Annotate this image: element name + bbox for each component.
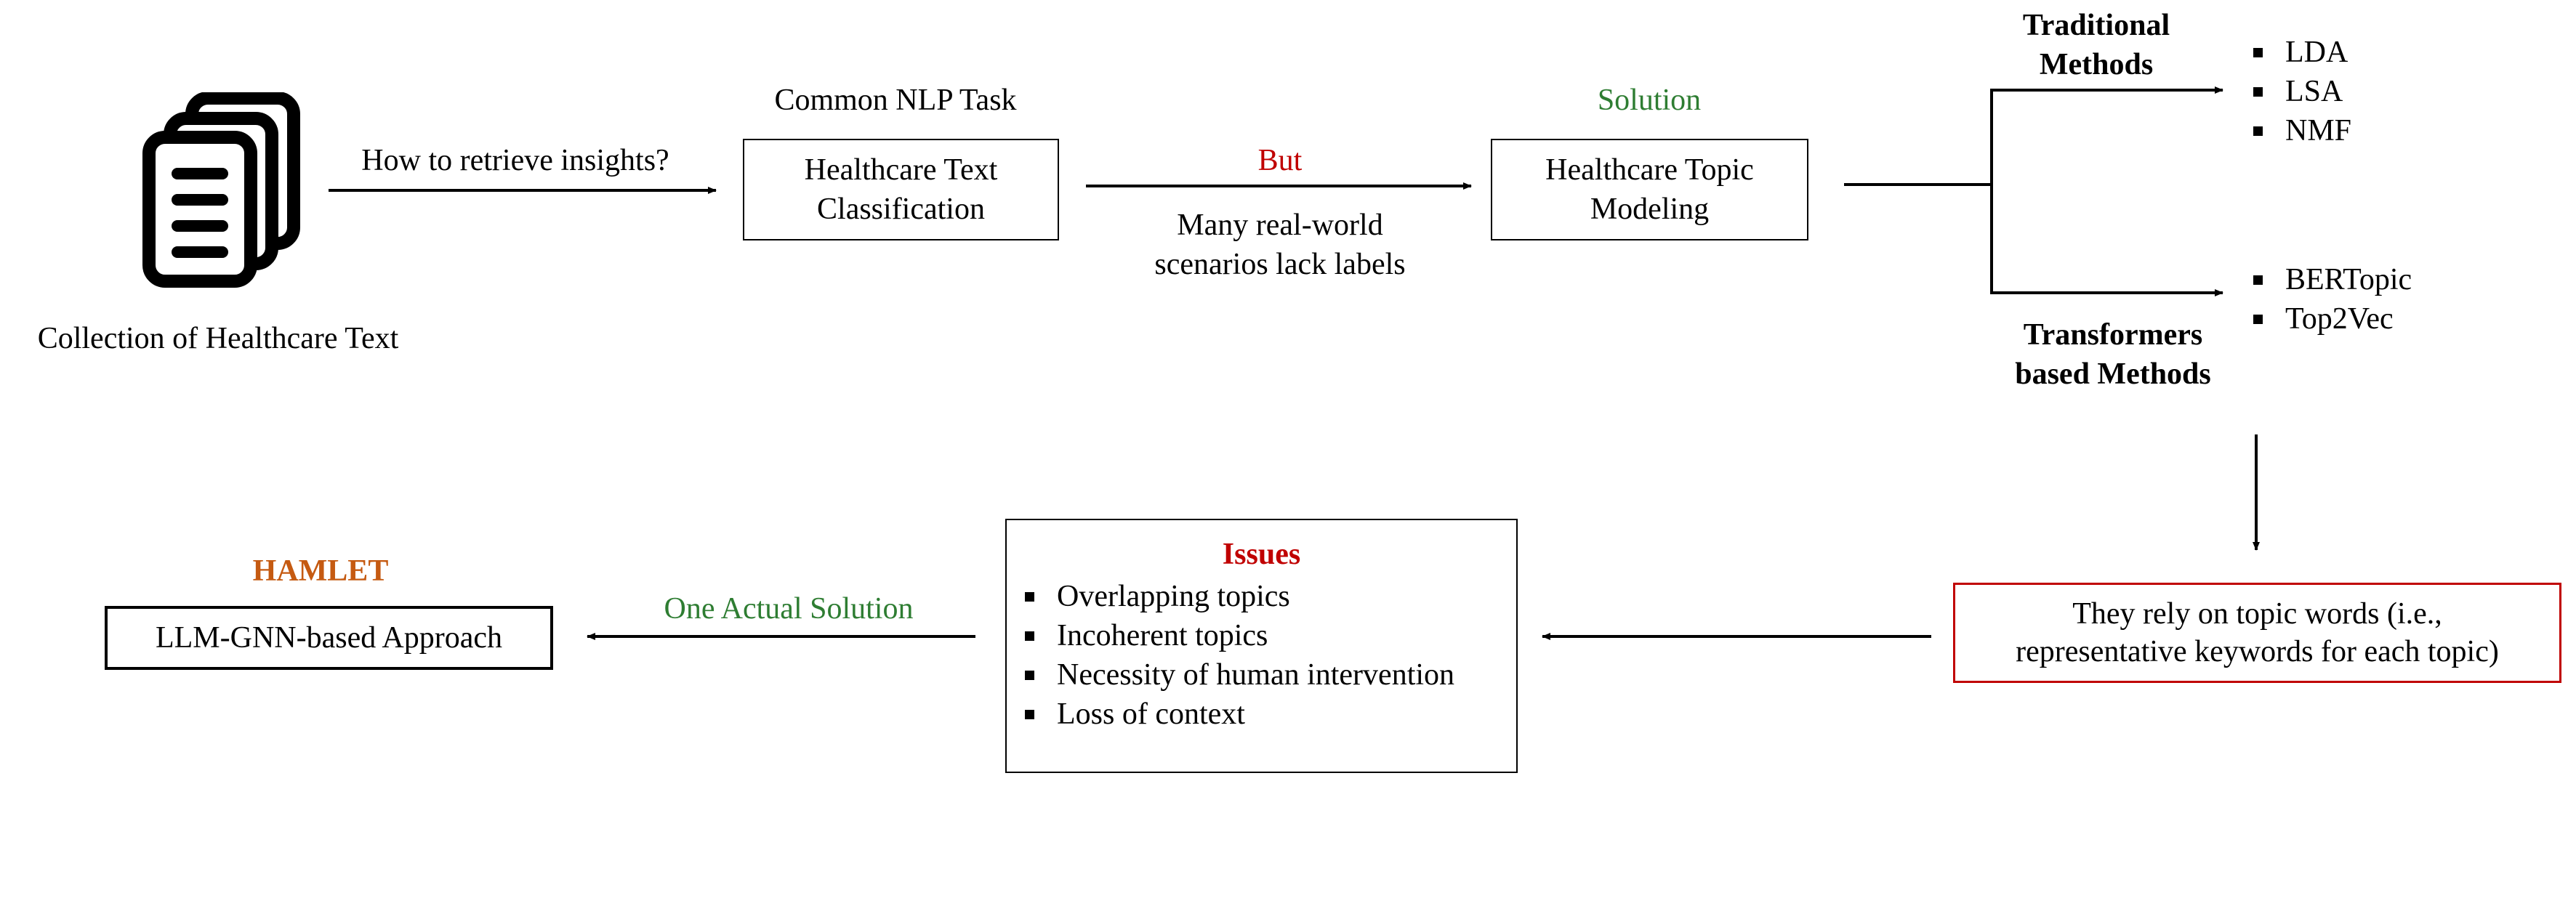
- classification-box-line2: Classification: [817, 193, 985, 226]
- list-item: LSA: [2250, 72, 2351, 111]
- list-item: Incoherent topics: [1022, 616, 1516, 655]
- traditional-methods-list: LDA LSA NMF: [2250, 33, 2351, 150]
- traditional-title-line1: Traditional: [2022, 9, 2170, 42]
- one-actual-solution-label: One Actual Solution: [664, 592, 914, 626]
- transformers-title-line1: Transformers: [2023, 318, 2203, 352]
- list-item: Top2Vec: [2250, 299, 2412, 339]
- collection-label: Collection of Healthcare Text: [37, 322, 399, 355]
- but-label: But: [1257, 144, 1303, 177]
- transformer-methods-list: BERTopic Top2Vec: [2250, 260, 2412, 339]
- topic-modeling-box-line2: Modeling: [1590, 193, 1710, 226]
- hamlet-approach-label: LLM-GNN-based Approach: [155, 621, 503, 655]
- solution-heading: Solution: [1597, 84, 1702, 117]
- issues-list: Overlapping topics Incoherent topics Nec…: [1022, 577, 1516, 734]
- question-label: How to retrieve insights?: [361, 144, 669, 177]
- hamlet-title: HAMLET: [252, 554, 389, 588]
- list-item: Necessity of human intervention: [1022, 655, 1516, 695]
- document-stack-icon: [142, 92, 300, 288]
- topic-modeling-box-line1: Healthcare Topic: [1545, 153, 1754, 187]
- issues-box: Issues Overlapping topics Incoherent top…: [1005, 519, 1518, 773]
- topic-modeling-box: Healthcare Topic Modeling: [1491, 139, 1808, 240]
- transformers-title-line2: based Methods: [2015, 357, 2211, 391]
- traditional-methods-title: Traditional Methods: [2023, 6, 2170, 84]
- traditional-title-line2: Methods: [2039, 48, 2154, 81]
- classification-box-line1: Healthcare Text: [804, 153, 998, 187]
- classification-box: Healthcare Text Classification: [743, 139, 1059, 240]
- hamlet-approach-box: LLM-GNN-based Approach: [105, 606, 553, 670]
- lack-labels-line2: scenarios lack labels: [1154, 248, 1406, 281]
- list-item: Loss of context: [1022, 695, 1516, 734]
- reliance-line1: They rely on topic words (i.e.,: [2072, 597, 2442, 631]
- list-item: BERTopic: [2250, 260, 2412, 299]
- lack-labels-note: Many real-world scenarios lack labels: [1154, 206, 1405, 284]
- list-item: Overlapping topics: [1022, 577, 1516, 616]
- classification-heading: Common NLP Task: [774, 84, 1017, 117]
- issues-title: Issues: [1222, 538, 1301, 571]
- list-item: NMF: [2250, 111, 2351, 150]
- reliance-line2: representative keywords for each topic): [2016, 635, 2499, 668]
- list-item: LDA: [2250, 33, 2351, 72]
- lack-labels-line1: Many real-world: [1177, 209, 1383, 242]
- transformer-methods-title: Transformers based Methods: [2015, 315, 2211, 394]
- topic-words-reliance-box: They rely on topic words (i.e., represen…: [1953, 583, 2561, 683]
